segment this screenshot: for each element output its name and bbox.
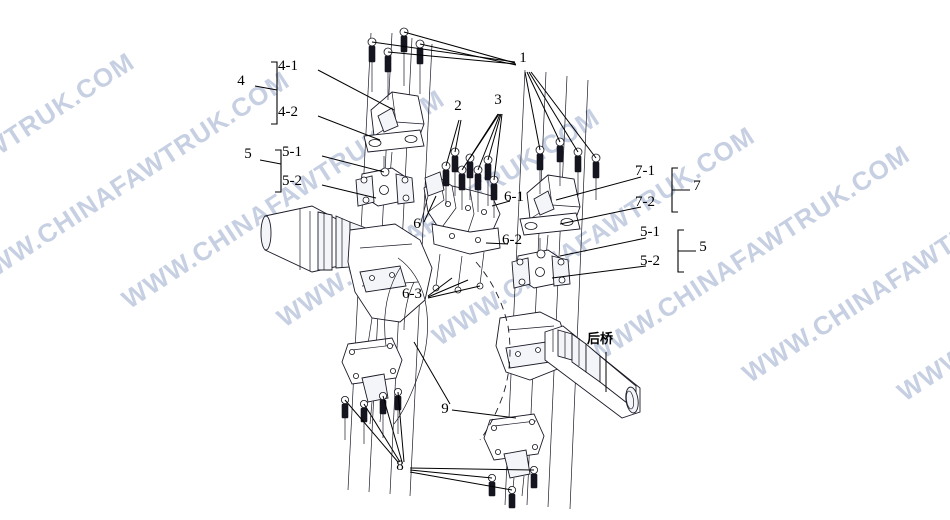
callout-9: 9	[441, 401, 449, 417]
left-mid-bracket-5	[355, 156, 415, 207]
right-axle-tube	[544, 325, 641, 419]
right-upper-bracket-7	[519, 174, 581, 259]
bolt-r2	[555, 137, 565, 186]
callout-6-3: 6-3	[402, 286, 422, 302]
callout-6-2: 6-2	[502, 232, 522, 248]
brace-lines	[254, 61, 696, 273]
bolt-r4	[591, 153, 601, 200]
left-upper-bracket-4	[363, 91, 425, 177]
svg-text:WWW.CHINAFAWTRUK.COM: WWW.CHINAFAWTRUK.COM	[582, 139, 916, 370]
rear-axle-label: 后桥	[587, 331, 614, 347]
bolt-3b	[473, 165, 483, 212]
callout-7-2: 7-2	[635, 194, 655, 210]
leader-lines	[317, 31, 647, 491]
assembly-drawing	[254, 27, 696, 510]
left-lower-plate	[341, 337, 403, 425]
bolt-r1	[535, 145, 545, 194]
callout-8: 8	[396, 458, 404, 474]
callout-5-right: 5	[699, 239, 707, 255]
center-bolt-cluster	[441, 147, 499, 218]
callout-7-1: 7-1	[635, 163, 655, 179]
callout-4-2: 4-2	[278, 104, 298, 120]
callout-1: 1	[519, 50, 527, 66]
top-bolt-group-1	[367, 27, 425, 100]
callout-labels: 1 2 3 4 4-1 4-2 5 5-1 5-2 6 6-1 6-2 6-3 …	[237, 50, 707, 474]
bolt-8d	[393, 387, 402, 434]
callout-2: 2	[454, 98, 462, 114]
bolt-1b	[399, 27, 409, 86]
right-lower-plate	[483, 413, 545, 499]
callout-4-1: 4-1	[278, 58, 298, 74]
axle-contour	[384, 257, 511, 441]
bolt-3e	[441, 161, 451, 204]
callout-7: 7	[693, 178, 701, 194]
callout-5-2-right: 5-2	[640, 253, 660, 269]
callout-5-2-left: 5-2	[282, 173, 302, 189]
right-upper-bolt-group	[535, 137, 601, 200]
right-mid-bracket-5	[511, 238, 571, 289]
callout-5-left: 5	[244, 146, 252, 162]
bolt-3a	[457, 165, 467, 210]
callout-3: 3	[494, 92, 502, 108]
left-center-housing	[347, 223, 433, 345]
callout-4: 4	[237, 73, 245, 89]
callout-6: 6	[413, 216, 421, 232]
callout-5-1-left: 5-1	[282, 144, 302, 160]
annotation-labels: 后桥	[587, 331, 614, 347]
callout-6-1: 6-1	[504, 189, 524, 205]
callout-5-1-right: 5-1	[640, 224, 660, 240]
